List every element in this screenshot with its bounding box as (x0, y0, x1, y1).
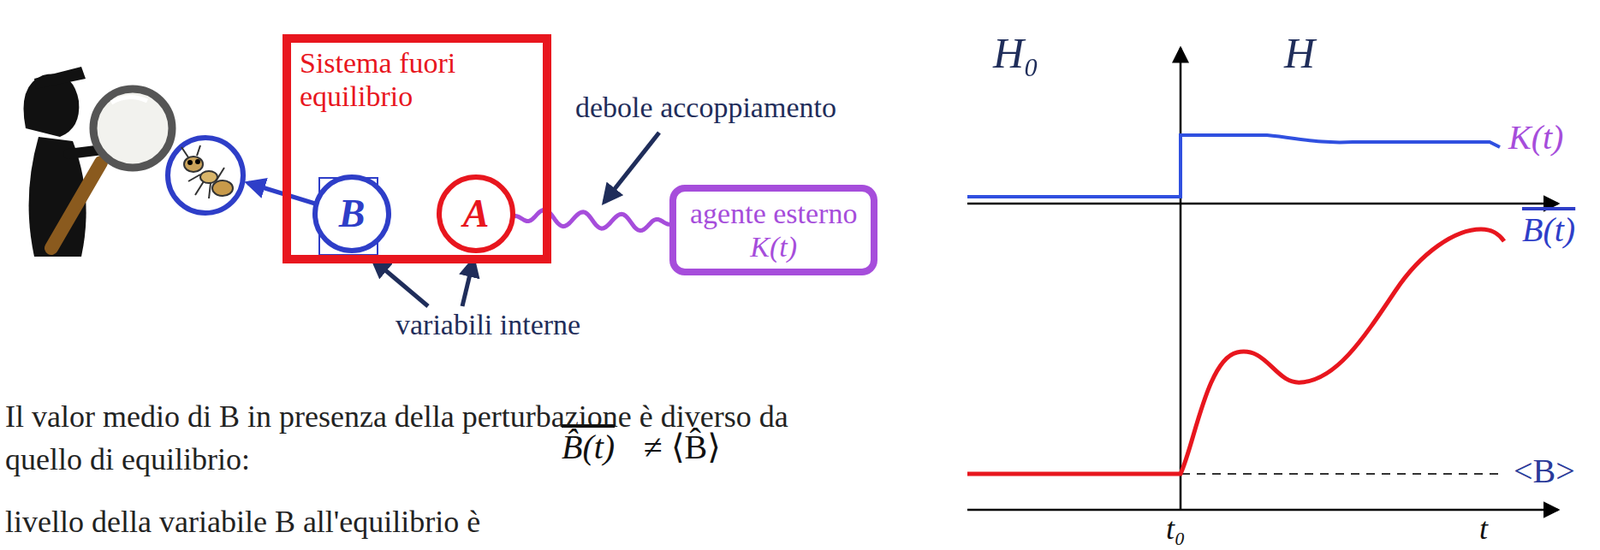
callout-text: variabili interne (395, 308, 581, 342)
observation-arrow (248, 183, 316, 204)
variable-circle: B (312, 174, 392, 254)
node-text: agente esterno (689, 196, 857, 231)
ant-lens (167, 137, 244, 214)
node-text: B (339, 194, 366, 234)
formula: ≠ ⟨B̂⟩ (643, 428, 721, 468)
axis-label: t₀ (1165, 511, 1186, 548)
node-text: Sistema fuori equilibrio (299, 46, 535, 114)
formula: B̂(t) (561, 428, 615, 468)
system-box: Sistema fuori equilibrioB A (282, 34, 552, 264)
external-agent-box: agente esternoK(t) (669, 184, 878, 276)
detective-figure (23, 66, 173, 257)
axis-label: t (1479, 511, 1488, 548)
node-text: K(t) (689, 230, 857, 264)
callout-arrow (373, 260, 429, 307)
node-text: A (463, 194, 490, 234)
curve-label: K(t) (1508, 118, 1564, 158)
callout-arrow (462, 260, 474, 307)
equilibrium-label: <B> (1513, 452, 1576, 492)
curve-label: B(t) (1522, 210, 1576, 250)
variable-circle: A (436, 174, 516, 254)
coupling-wave (515, 209, 670, 231)
callout-text: debole accoppiamento (575, 90, 837, 125)
callout-arrow (604, 132, 660, 203)
response-chart (967, 47, 1559, 511)
hamiltonian-label: H₀ (993, 29, 1040, 79)
hamiltonian-label: H (1284, 29, 1315, 79)
body-text: livello della variabile B all'equilibrio… (5, 505, 481, 541)
coupling-line (515, 209, 670, 231)
